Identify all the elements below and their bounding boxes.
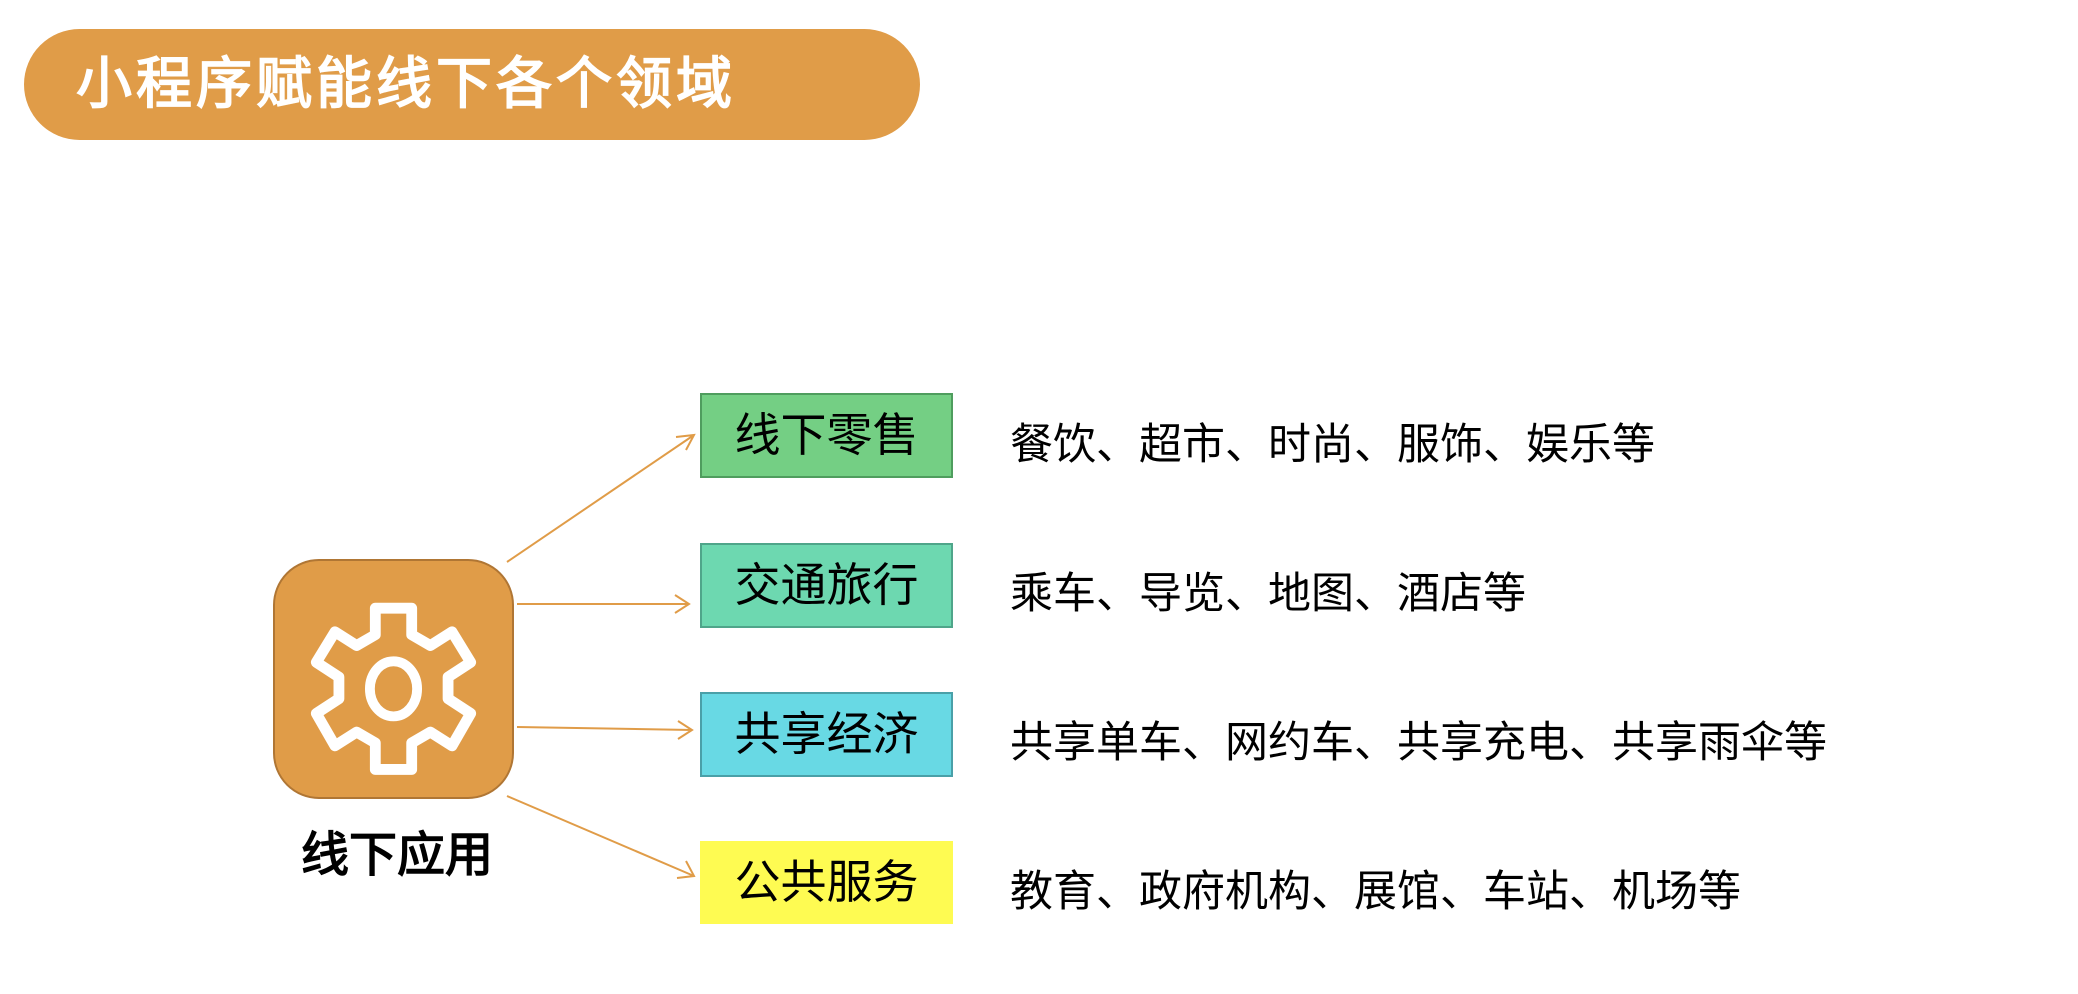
offline-apps-icon-box [273, 559, 514, 799]
branch-box-transport: 交通旅行 [700, 543, 953, 628]
arrow-sharing [516, 720, 694, 740]
page-title: 小程序赋能线下各个领域 [76, 52, 736, 117]
branch-description-public: 教育、政府机构、展馆、车站、机场等 [1010, 867, 1741, 917]
branch-box-sharing: 共享经济 [700, 692, 953, 777]
arrow-retail [506, 433, 696, 563]
branch-box-retail: 线下零售 [700, 393, 953, 478]
arrow-transport [517, 594, 691, 614]
gear-icon [310, 602, 477, 775]
title-banner: 小程序赋能线下各个领域 [24, 29, 920, 140]
hub-label: 线下应用 [300, 827, 493, 883]
branch-description-retail: 餐饮、超市、时尚、服饰、娱乐等 [1010, 420, 1655, 470]
branch-box-public: 公共服务 [700, 841, 953, 924]
arrow-public [506, 795, 696, 879]
branch-description-transport: 乘车、导览、地图、酒店等 [1010, 569, 1526, 619]
branch-description-sharing: 共享单车、网约车、共享充电、共享雨伞等 [1010, 718, 1827, 768]
